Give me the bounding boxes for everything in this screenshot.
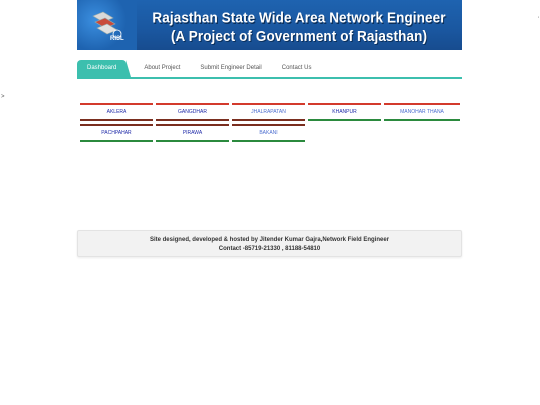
tab-about-project[interactable]: About Project (144, 65, 181, 71)
logo-text: RISL (110, 36, 124, 42)
risl-logo-icon (92, 11, 122, 39)
location-link-jhalrapatan[interactable]: JHALRAPATAN (232, 103, 305, 121)
location-link-pirawa[interactable]: PIRAWA (156, 124, 229, 142)
banner-title-line1: Rajasthan State Wide Area Network Engine… (152, 9, 446, 26)
location-link-gangdhar[interactable]: GANGDHAR (156, 103, 229, 121)
location-row-2: PACHPAHAR PIRAWA BAKANI (80, 124, 461, 144)
footer-credit: Site designed, developed & hosted by Jit… (149, 237, 390, 243)
corner-mark: ' (538, 17, 540, 23)
location-link-khanpur[interactable]: KHANPUR (308, 103, 381, 121)
side-mark: > (1, 94, 5, 100)
tab-submit-engineer-detail[interactable]: Submit Engineer Detail (200, 65, 262, 71)
footer-contact: Contact -85719-21330 , 81188-54810 (218, 245, 321, 252)
site-footer: Site designed, developed & hosted by Jit… (77, 230, 462, 257)
location-row-1: AKLERA GANGDHAR JHALRAPATAN KHANPUR MANO… (80, 103, 461, 123)
tab-contact-us[interactable]: Contact Us (281, 65, 312, 71)
header-banner: RISL Rajasthan State Wide Area Network E… (77, 0, 462, 50)
banner-title-line2: (A Project of Government of Rajasthan) (170, 28, 428, 45)
page-container: RISL Rajasthan State Wide Area Network E… (77, 0, 539, 79)
main-nav: Dashboard About Project Submit Engineer … (77, 59, 462, 79)
location-link-pachpahar[interactable]: PACHPAHAR (80, 124, 153, 142)
location-link-bakani[interactable]: BAKANI (232, 124, 305, 142)
banner-title: Rajasthan State Wide Area Network Engine… (139, 9, 459, 46)
tab-dashboard[interactable]: Dashboard (77, 60, 132, 77)
location-grid: AKLERA GANGDHAR JHALRAPATAN KHANPUR MANO… (80, 103, 461, 145)
location-link-manohar-thana[interactable]: MANOHAR THANA (384, 103, 460, 121)
location-link-aklera[interactable]: AKLERA (80, 103, 153, 121)
